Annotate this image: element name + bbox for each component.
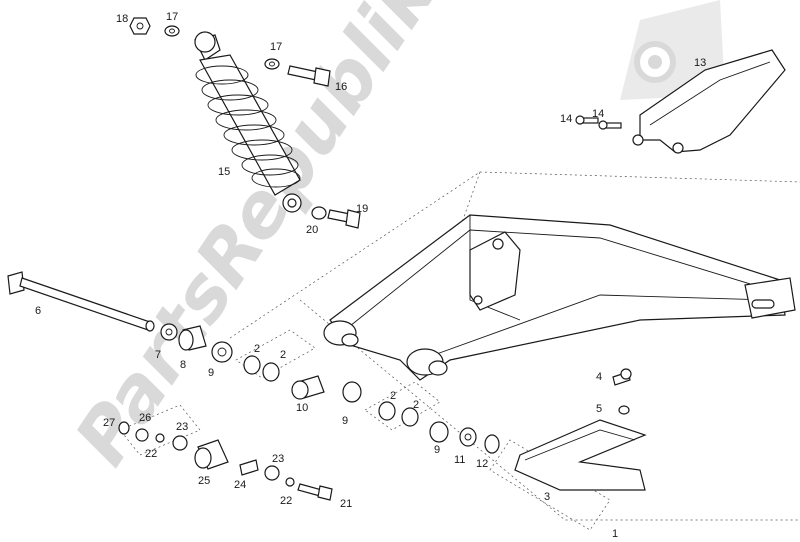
screw-14 xyxy=(575,115,622,130)
chain-guard xyxy=(632,49,786,154)
screw-4 xyxy=(612,368,632,386)
swingarm xyxy=(323,214,796,381)
callout-16: 16 xyxy=(335,81,347,93)
bolt-16 xyxy=(287,65,331,87)
small-parts-group xyxy=(118,421,333,501)
callout-labels: 18 17 17 16 15 19 20 13 14 14 6 7 8 9 2 … xyxy=(35,11,706,540)
callout-1: 1 xyxy=(612,528,618,540)
washer-11 xyxy=(459,427,477,447)
watermark: PartsRepublik xyxy=(59,0,455,480)
callout-25: 25 xyxy=(198,475,210,487)
nut-18 xyxy=(129,17,151,35)
callout-19: 19 xyxy=(356,203,368,215)
bushing-9 xyxy=(211,341,449,443)
callout-27: 27 xyxy=(103,417,115,429)
callout-17: 17 xyxy=(270,41,282,53)
callout-2: 2 xyxy=(254,343,260,355)
callout-2: 2 xyxy=(390,390,396,402)
callout-23: 23 xyxy=(176,421,188,433)
callout-11: 11 xyxy=(454,454,465,466)
bushing-group-outline-2 xyxy=(364,381,441,431)
nut-27 xyxy=(118,421,130,435)
callout-23: 23 xyxy=(272,453,284,465)
callout-14: 14 xyxy=(560,113,572,125)
callout-24: 24 xyxy=(234,479,246,491)
callout-22: 22 xyxy=(280,495,292,507)
watermark-text: PartsRepublik xyxy=(59,0,455,480)
callout-12: 12 xyxy=(476,458,488,470)
bushing-24 xyxy=(239,459,259,476)
washer-26 xyxy=(135,428,149,442)
shock-absorber xyxy=(194,31,302,213)
callout-9: 9 xyxy=(434,444,440,456)
callout-9: 9 xyxy=(342,415,348,427)
assembly-outline xyxy=(229,171,800,521)
callout-17: 17 xyxy=(166,11,178,23)
callout-9: 9 xyxy=(208,367,214,379)
bolt-19 xyxy=(311,206,361,229)
callout-13: 13 xyxy=(694,57,706,69)
callout-15: 15 xyxy=(218,166,230,178)
callout-20: 20 xyxy=(306,224,318,236)
washer-22 xyxy=(155,433,165,443)
callout-21: 21 xyxy=(340,498,352,510)
needle-bearing-2 xyxy=(243,355,419,427)
callout-6: 6 xyxy=(35,305,41,317)
callout-22: 22 xyxy=(145,448,157,460)
callout-5: 5 xyxy=(596,403,602,415)
callout-26: 26 xyxy=(139,412,151,424)
callout-7: 7 xyxy=(155,349,161,361)
callout-10: 10 xyxy=(296,402,308,414)
washer-17 xyxy=(164,25,280,70)
callout-2: 2 xyxy=(413,399,419,411)
washer-23 xyxy=(172,435,188,451)
axle-6 xyxy=(7,271,155,332)
chain-slider-3 xyxy=(514,419,647,491)
callout-14: 14 xyxy=(592,108,604,120)
washer-7 xyxy=(160,323,178,341)
callout-4: 4 xyxy=(596,371,602,383)
callout-3: 3 xyxy=(544,491,550,503)
callout-8: 8 xyxy=(180,359,186,371)
washer-5 xyxy=(618,405,630,415)
bushing-8 xyxy=(178,325,207,351)
callout-2: 2 xyxy=(280,349,286,361)
bushing-group-outline-1 xyxy=(235,329,316,379)
spacer-10 xyxy=(291,375,325,400)
seal-12 xyxy=(484,434,500,454)
callout-18: 18 xyxy=(116,13,128,25)
